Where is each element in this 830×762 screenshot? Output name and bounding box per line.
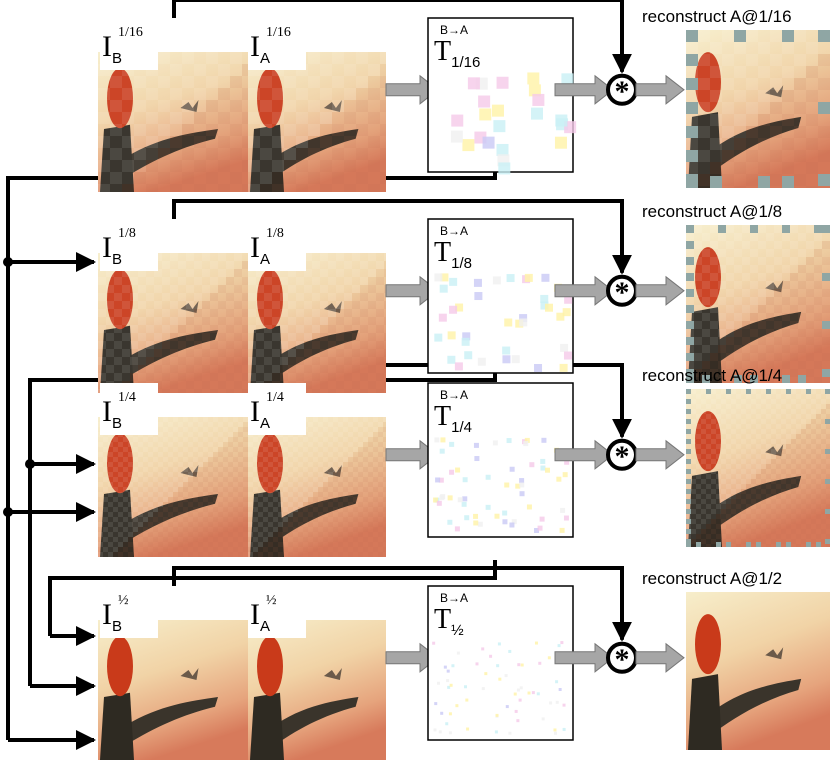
image-b-label-sub: B	[112, 251, 122, 268]
transform-map-1-8: T1/8B→A	[427, 218, 574, 374]
image-b-1-16: IB1/16	[98, 18, 248, 192]
image-b-label-base: I	[102, 395, 112, 428]
output-label: reconstruct A@1/4	[642, 366, 782, 385]
image-a-label-sub: A	[260, 50, 270, 67]
transform-label: T1/8	[434, 237, 472, 272]
output-image-1-2	[686, 592, 830, 750]
operator-symbol: *	[615, 440, 630, 473]
transform-label: T1/16	[434, 36, 480, 71]
image-b-label-sup: 1/16	[118, 25, 143, 40]
transform-label-sup: B→A	[440, 388, 468, 402]
output-label: reconstruct A@1/2	[642, 569, 782, 588]
image-a-label-sup: ½	[266, 593, 277, 608]
image-b-1-8: IB1/8	[98, 219, 248, 393]
feed-line-2	[48, 560, 497, 636]
image-b-label-sup: 1/8	[118, 226, 136, 241]
svg-text:IA: IA	[250, 231, 270, 268]
grey-arrow-to-operator	[554, 642, 614, 673]
grey-arrow-to-operator	[554, 439, 614, 470]
grey-arrow-to-operator	[554, 275, 614, 306]
image-a-label-base: I	[250, 30, 260, 63]
image-a-1-16: IA1/16	[248, 18, 386, 192]
image-a-1-4: IA1/4	[248, 383, 386, 557]
transform-label-sup: B→A	[440, 591, 468, 605]
transform-map-1-16: T1/16B→A	[427, 17, 577, 175]
image-a-1-2: IA½	[248, 586, 386, 760]
transform-map-1-4: T1/4B→A	[427, 382, 574, 538]
image-a-label-sup: 1/4	[266, 390, 284, 405]
image-b-label-base: I	[102, 598, 112, 631]
transform-label-sup: B→A	[440, 224, 468, 238]
grey-arrow-to-output	[635, 74, 685, 105]
image-a-label-base: I	[250, 395, 260, 428]
image-a-label-base: I	[250, 231, 260, 264]
junction-dot	[3, 507, 13, 517]
svg-text:IB: IB	[102, 30, 122, 67]
image-b-label-sub: B	[112, 618, 122, 635]
output-image-1-8	[686, 225, 830, 383]
skip-connection-1-16	[172, 0, 632, 74]
image-b-label-sub: B	[112, 415, 122, 432]
transform-label-sup: B→A	[440, 23, 468, 37]
output-image-1-4	[686, 389, 830, 547]
image-a-label-base: I	[250, 598, 260, 631]
grey-arrow-to-output	[635, 275, 685, 306]
image-b-label-sup: ½	[118, 593, 129, 608]
svg-text:IB: IB	[102, 395, 122, 432]
image-b-label-sup: 1/4	[118, 390, 136, 405]
image-a-label-sub: A	[260, 618, 270, 635]
svg-text:IA: IA	[250, 395, 270, 432]
svg-text:IA: IA	[250, 598, 270, 635]
image-a-label-sup: 1/8	[266, 226, 284, 241]
image-b-1-2: IB½	[98, 586, 248, 760]
svg-text:IA: IA	[250, 30, 270, 67]
operator-symbol: *	[615, 276, 630, 309]
output-label: reconstruct A@1/16	[642, 7, 792, 26]
grey-arrow-to-output	[635, 642, 685, 673]
transform-map-1-2: T½B→A	[427, 585, 574, 741]
image-b-label-base: I	[102, 231, 112, 264]
output-label: reconstruct A@1/8	[642, 202, 782, 221]
svg-text:IB: IB	[102, 598, 122, 635]
output-image-1-16	[686, 30, 830, 188]
operator-symbol: *	[615, 643, 630, 676]
svg-text:IB: IB	[102, 231, 122, 268]
grey-arrow-to-output	[635, 439, 685, 470]
transform-label: T½	[434, 604, 464, 639]
junction-dot	[3, 257, 13, 267]
image-b-1-4: IB1/4	[98, 383, 248, 557]
operator-symbol: *	[615, 75, 630, 108]
image-a-label-sub: A	[260, 251, 270, 268]
image-a-label-sub: A	[260, 415, 270, 432]
grey-arrow-to-operator	[554, 74, 614, 105]
image-b-label-sub: B	[112, 50, 122, 67]
image-b-label-base: I	[102, 30, 112, 63]
transform-label: T1/4	[434, 401, 472, 436]
junction-dot	[25, 459, 35, 469]
image-a-label-sup: 1/16	[266, 25, 291, 40]
image-a-1-8: IA1/8	[248, 219, 386, 393]
skip-connection-1-8	[172, 199, 632, 275]
